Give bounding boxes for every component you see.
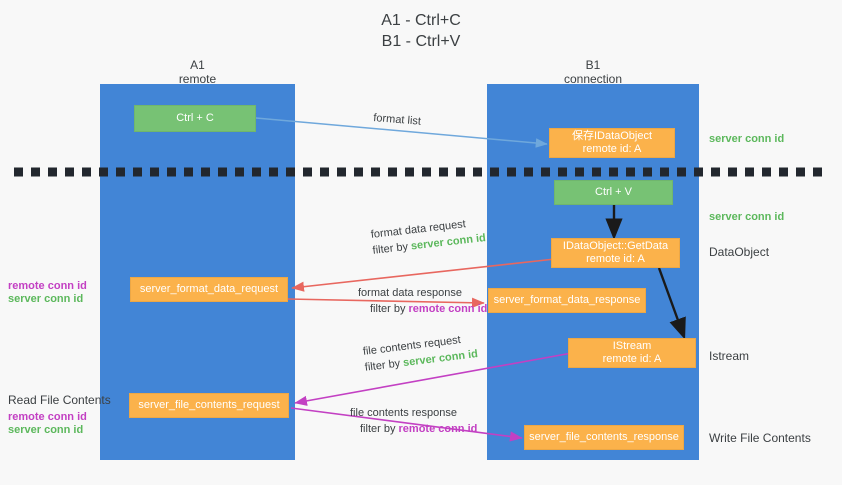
- node-save-idataobject[interactable]: 保存IDataObject remote id: A: [549, 128, 675, 158]
- edge-label-file-contents-response-text: file contents response: [350, 407, 458, 419]
- node-server-file-contents-request[interactable]: server_file_contents_request: [129, 393, 289, 418]
- column-header-b1: B1 connection: [563, 58, 623, 86]
- filter-value-remote-conn-id: remote conn id: [398, 423, 478, 435]
- filter-prefix: filter by: [364, 357, 404, 374]
- edge-label-format-data-response: format data response filter by remote co…: [358, 285, 487, 317]
- annotation-server-conn-id-mid: server conn id: [709, 211, 785, 223]
- edge-label-format-data-response-text: format data response: [358, 287, 462, 299]
- annotation-remote-conn-id-mid: remote conn id: [8, 280, 87, 292]
- annotation-dataobject: DataObject: [709, 245, 770, 259]
- filter-prefix: filter by: [372, 240, 412, 257]
- edge-label-file-contents-response: file contents response filter by remote …: [350, 405, 477, 437]
- annotation-read-file-contents: Read File Contents: [8, 393, 111, 407]
- node-ctrl-v[interactable]: Ctrl + V: [554, 180, 673, 205]
- annotation-remote-conn-id-bottom: remote conn id: [8, 411, 87, 423]
- edge-label-file-contents-request: file contents request filter by server c…: [362, 330, 479, 376]
- node-server-format-data-request[interactable]: server_format_data_request: [130, 277, 288, 302]
- column-header-a1: A1 remote: [178, 58, 217, 86]
- annotation-write-file-contents: Write File Contents: [709, 431, 811, 445]
- node-idataobject-getdata[interactable]: IDataObject::GetData remote id: A: [551, 238, 680, 268]
- edge-label-file-contents-response-filter: filter by remote conn id: [350, 421, 477, 437]
- page-title: A1 - Ctrl+C B1 - Ctrl+V: [381, 12, 461, 50]
- node-ctrl-c[interactable]: Ctrl + C: [134, 105, 256, 132]
- edge-label-format-data-request: format data request filter by server con…: [370, 214, 487, 259]
- node-server-format-data-response[interactable]: server_format_data_response: [488, 288, 646, 313]
- filter-value-remote-conn-id: remote conn id: [408, 303, 488, 315]
- annotation-server-conn-id-left-mid: server conn id: [8, 293, 84, 305]
- filter-prefix: filter by: [360, 423, 399, 435]
- edge-label-format-list: format list: [372, 111, 422, 128]
- edge-label-format-data-response-filter: filter by remote conn id: [358, 301, 487, 317]
- annotation-server-conn-id-top: server conn id: [709, 133, 785, 145]
- annotation-server-conn-id-bottom: server conn id: [8, 424, 84, 436]
- filter-prefix: filter by: [370, 303, 409, 315]
- annotation-istream: Istream: [709, 349, 750, 363]
- node-istream[interactable]: IStream remote id: A: [568, 338, 696, 368]
- node-server-file-contents-response[interactable]: server_file_contents_response: [524, 425, 684, 450]
